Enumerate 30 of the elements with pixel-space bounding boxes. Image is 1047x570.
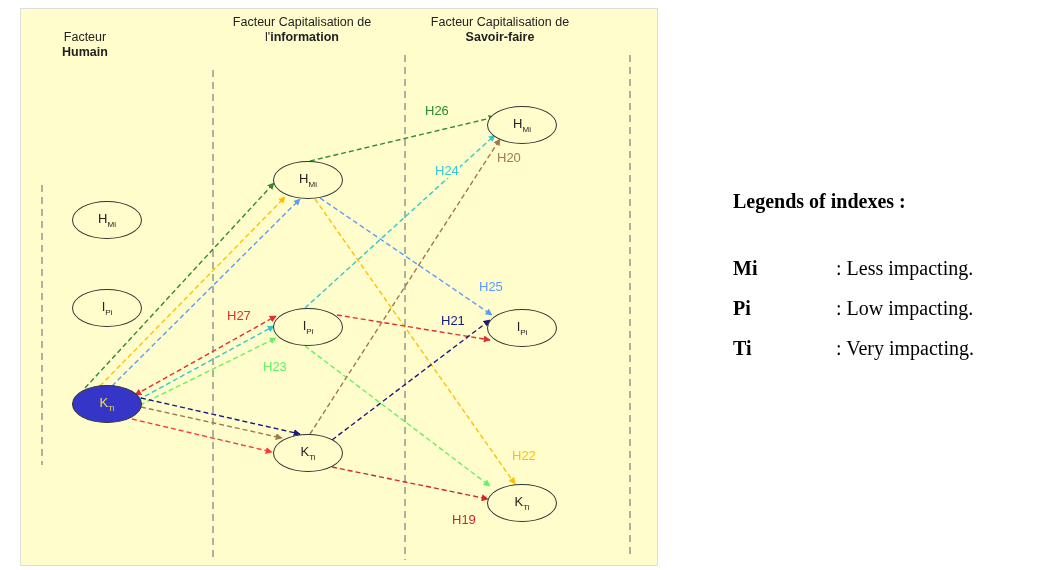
edge-label: H22 — [511, 449, 537, 463]
legend-key: Mi — [733, 257, 758, 280]
column-heading: Facteur Capitalisation de l'information — [231, 15, 373, 45]
dashed-arrow — [314, 198, 516, 485]
dashed-arrow — [140, 397, 301, 436]
edge-label: H19 — [451, 513, 477, 527]
edge-label: H23 — [262, 360, 288, 374]
legend-key: Pi — [733, 297, 751, 320]
dashed-arrow — [309, 138, 501, 435]
edge-label: H20 — [496, 151, 522, 165]
dashed-arrow — [304, 134, 496, 309]
column-heading: Facteur Capitalisation de Savoir-faire — [429, 15, 571, 45]
edge-label: H24 — [434, 164, 460, 178]
edge-label: H26 — [424, 104, 450, 118]
edge-label: H27 — [226, 309, 252, 323]
dashed-arrow — [319, 197, 493, 316]
edge-label: H25 — [478, 280, 504, 294]
legend-description: : Very impacting. — [836, 337, 974, 360]
dashed-arrow — [84, 182, 275, 389]
legend-description: : Low impacting. — [836, 297, 974, 320]
dashed-arrow — [331, 319, 491, 441]
dashed-arrow — [331, 466, 489, 502]
legend-description: : Less impacting. — [836, 257, 974, 280]
dashed-arrow — [134, 315, 277, 396]
legend-title: Legends of indexes : — [733, 190, 906, 213]
edge-label: H21 — [440, 314, 466, 328]
legend-key: Ti — [733, 337, 752, 360]
column-heading: Facteur Humain — [61, 30, 109, 60]
dashed-arrow — [140, 406, 283, 441]
dashed-arrow — [304, 345, 491, 487]
